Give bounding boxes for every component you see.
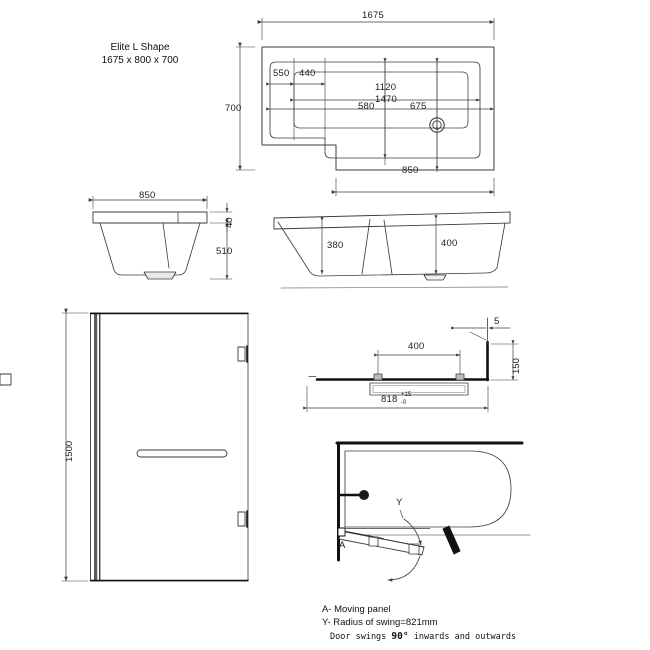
dim-plan-inner-b: 440 (299, 68, 316, 79)
dim-plan-waste-offset-2: 675 (410, 101, 427, 112)
bath-plan-geometry (261, 46, 495, 171)
bath-front-elevation-geometry (273, 211, 511, 289)
dim-plan-inner-d: 1470 (375, 94, 397, 105)
product-title: Elite L Shape (50, 42, 230, 53)
dim-screen-handle-centres: 400 (408, 341, 425, 352)
legend-door-swing: Door swings 90° inwards and outwards (330, 631, 516, 642)
dim-plan-inner-c: 1120 (375, 82, 397, 93)
legend-moving-panel: A- Moving panel (322, 604, 391, 615)
legend-door-swing-angle: 90° (391, 631, 409, 642)
bath-plan-dimensions (235, 17, 495, 197)
dim-screen-tolerance-minus: -0 (401, 400, 407, 406)
legend-door-swing-pre: Door swings (330, 632, 392, 642)
bath-end-elevation-geometry (92, 211, 208, 280)
shower-screen-plan-geometry (0, 317, 490, 396)
bath-front-elevation-dimensions (320, 215, 438, 275)
dim-end-height: 510 (216, 246, 233, 257)
dim-screen-tolerance-plus: +15 (401, 392, 412, 398)
legend-radius-of-swing: Y- Radius of swing=821mm (322, 617, 438, 628)
dim-plan-overall-length: 1675 (362, 10, 384, 21)
dim-front-depth-tap-end: 380 (327, 240, 344, 251)
dim-plan-inner-a: 550 (273, 68, 290, 79)
product-size-text: 1675 x 800 x 700 (101, 55, 179, 66)
product-title-text: Elite L Shape (110, 42, 170, 53)
marker-moving-panel: A (339, 540, 346, 551)
dim-plan-overall-width: 700 (225, 103, 242, 114)
dim-plan-waste-offset-1: 580 (358, 101, 375, 112)
dim-end-width: 850 (139, 190, 156, 201)
dim-screen-glass-thickness: 5 (494, 316, 500, 327)
dim-front-depth-shower-end: 400 (441, 238, 458, 249)
door-swing-plan-geometry (335, 441, 531, 582)
marker-swing-radius: Y (396, 497, 403, 508)
dim-screen-return-panel: 150 (511, 358, 522, 374)
legend-door-swing-post: inwards and outwards (408, 632, 517, 642)
shower-screen-elevation-geometry (89, 312, 249, 582)
bath-end-elevation-dimensions (88, 195, 233, 280)
dim-plan-shower-end-width: 850 (402, 165, 419, 176)
dim-end-rim-thickness: 40 (224, 217, 235, 228)
shower-screen-elevation-dimensions (61, 308, 89, 582)
shower-screen-plan-dimensions (303, 326, 519, 413)
product-size: 1675 x 800 x 700 (50, 55, 230, 66)
dim-screen-height: 1500 (64, 440, 75, 462)
dim-screen-overall-width: 818 (381, 394, 398, 405)
